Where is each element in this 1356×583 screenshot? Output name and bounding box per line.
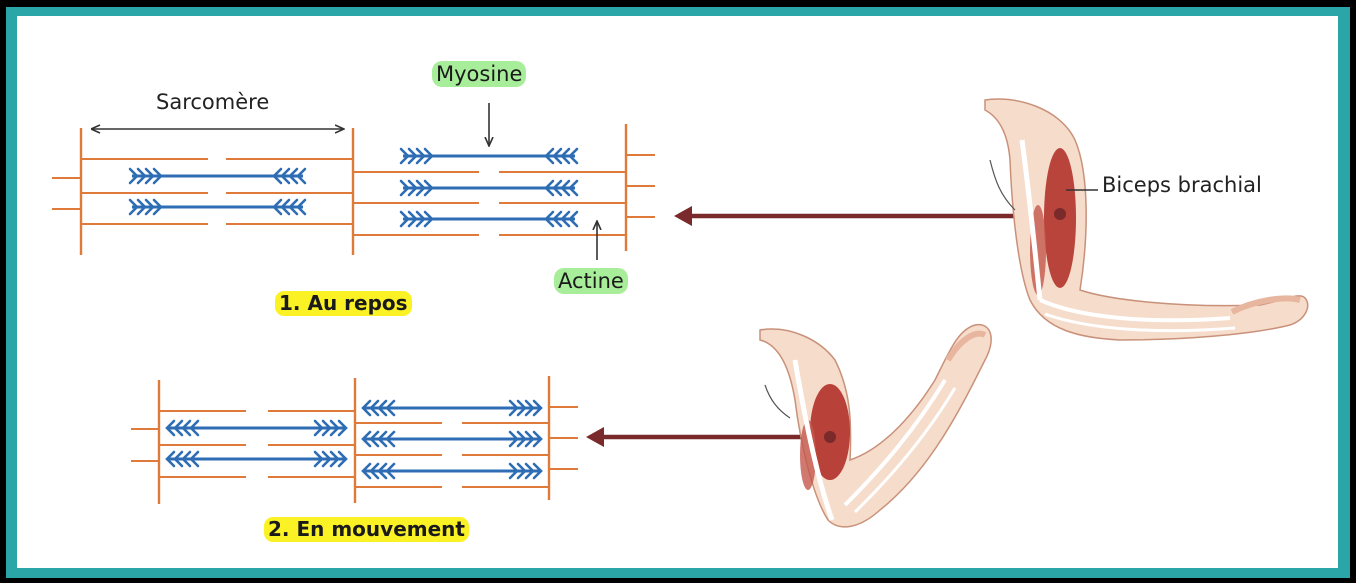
rest-state-caption: 1. Au repos [275, 291, 412, 316]
actin-filaments-b [353, 172, 626, 235]
sarcomere-contracted [131, 376, 578, 504]
sarcomere-label: Sarcomère [156, 92, 269, 113]
rest-link-arrowhead [674, 206, 692, 226]
actin-label: Actine [554, 268, 628, 294]
biceps-flexed-marker [824, 431, 836, 443]
motion-state-caption: 2. En mouvement [264, 517, 469, 542]
sarcomere-rest [52, 103, 655, 260]
biceps-label: Biceps brachial [1102, 175, 1262, 196]
arm-flexed-illustration [760, 325, 991, 527]
myosin-label: Myosine [432, 61, 526, 87]
arm-extended-illustration [985, 99, 1308, 340]
biceps-extended-marker [1054, 208, 1066, 220]
arm-flexed-skin [760, 325, 991, 527]
myosin-filaments-b [403, 156, 575, 219]
actin-filaments-a [81, 159, 353, 224]
motion-link-arrowhead [586, 427, 604, 447]
